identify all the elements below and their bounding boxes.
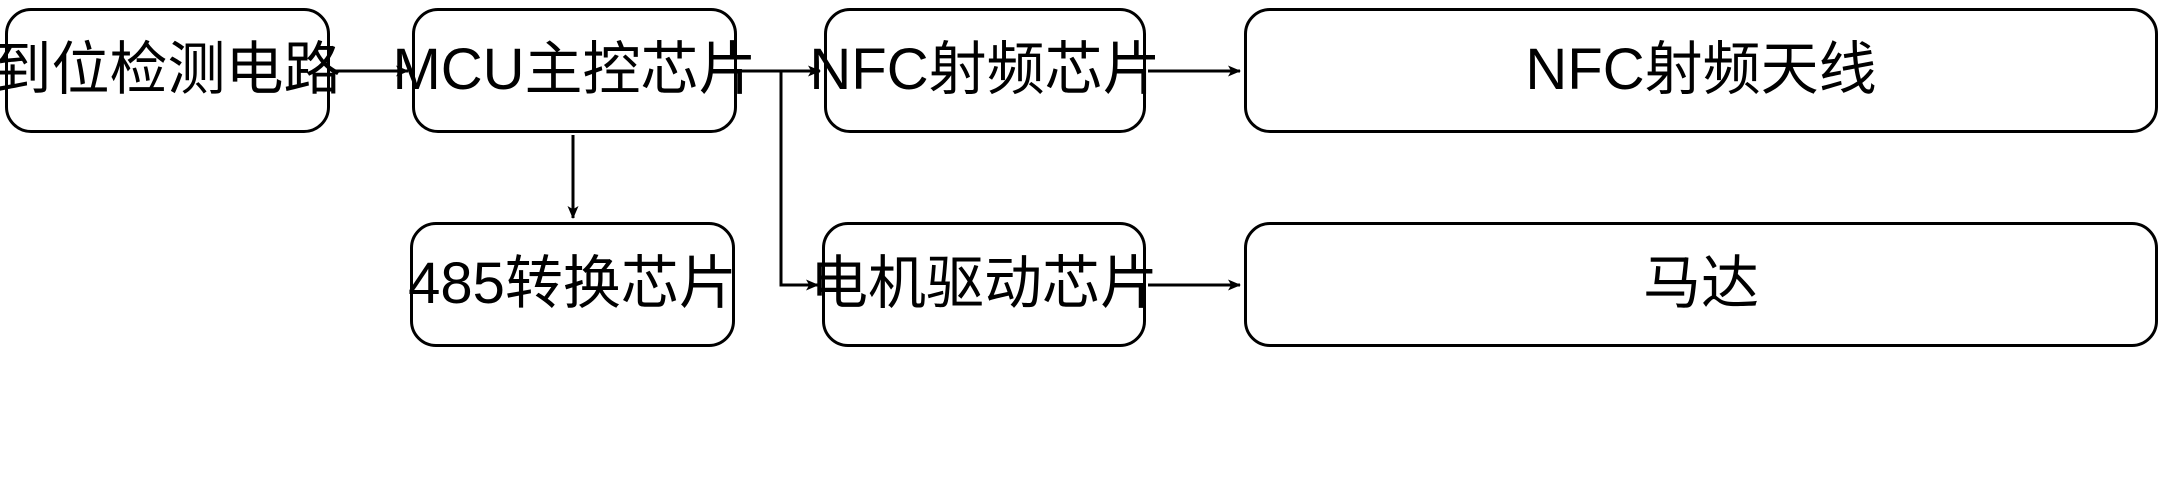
node-label: 电机驱动芯片 (810, 251, 1159, 317)
node-motor-driver[interactable]: 电机驱动芯片 (810, 222, 1158, 347)
node-in-place-detection[interactable]: 到位检测电路 (0, 8, 342, 133)
node-label: MCU主控芯片 (392, 37, 757, 103)
node-rs485-converter[interactable]: 485转换芯片 (408, 222, 737, 347)
node-label: 485转换芯片 (408, 251, 737, 317)
node-mcu[interactable]: MCU主控芯片 (392, 8, 757, 133)
node-nfc-rf-chip[interactable]: NFC射频芯片 (809, 8, 1161, 133)
node-motor[interactable]: 马达 (1244, 222, 2158, 347)
node-label: 马达 (1642, 251, 1759, 317)
edge-mcu-to-motor-driver (739, 69, 819, 291)
node-nfc-rf-antenna[interactable]: NFC射频天线 (1244, 8, 2158, 133)
node-label: NFC射频天线 (1525, 37, 1877, 103)
node-label: 到位检测电路 (0, 37, 342, 103)
node-label: NFC射频芯片 (809, 37, 1161, 103)
